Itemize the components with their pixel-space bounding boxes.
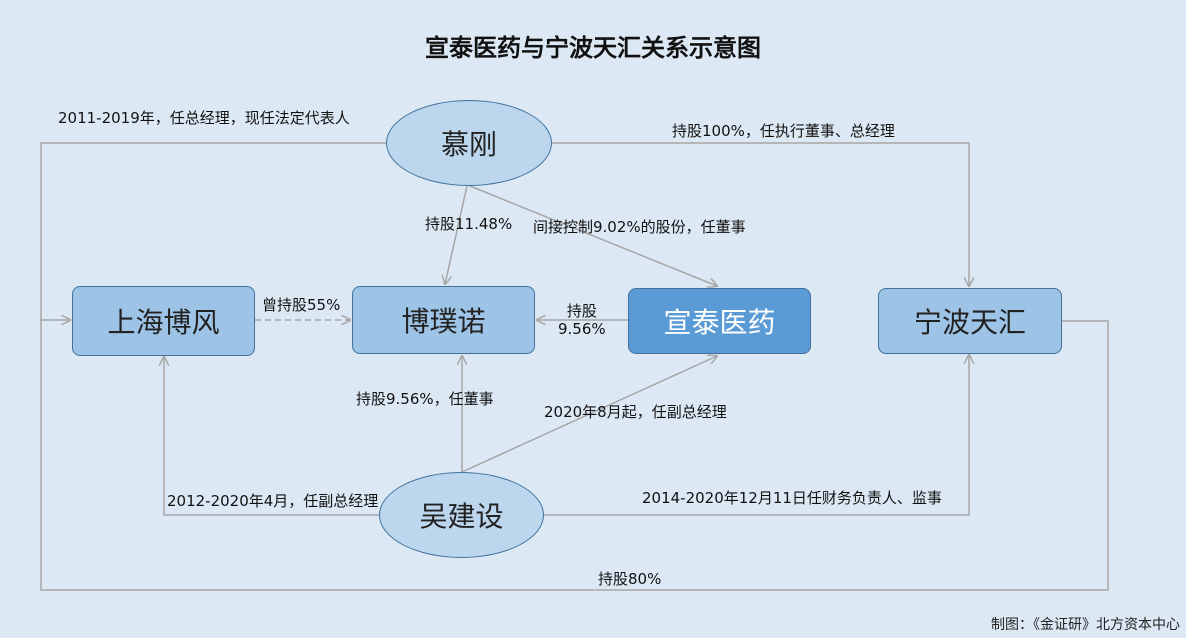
node-label: 宣泰医药 (663, 306, 776, 339)
edge-label-mu-xuantai: 间接控制9.02%的股份，任董事 (533, 218, 746, 236)
node-label: 上海博风 (107, 306, 220, 339)
credit-text: 制图：《金证研》北方资本中心 (991, 617, 1180, 633)
node-label: 慕刚 (440, 128, 497, 161)
edge-label-ningbo-shanghai: 持股80% (598, 570, 662, 588)
edge-label-mu-shanghai: 2011-2019年，任总经理，现任法定代表人 (58, 109, 350, 127)
edge-label-mu-ningbo: 持股100%，任执行董事、总经理 (672, 122, 895, 140)
node-bopunuo: 博璞诺 (352, 286, 535, 354)
edge-label-wu-bopunuo: 持股9.56%，任董事 (356, 390, 494, 408)
edge-mu-xuantai (469, 185, 717, 286)
edge-wu-ningbo (544, 355, 969, 516)
edge-label-mu-bopunuo: 持股11.48% (425, 215, 513, 233)
edge-ningbo-shanghai (40, 320, 1109, 591)
edge-label-wu-ningbo: 2014-2020年12月11日任财务负责人、监事 (642, 489, 942, 507)
edge-wu-shanghai (164, 357, 380, 516)
node-label: 博璞诺 (401, 305, 486, 338)
diagram-title: 宣泰医药与宁波天汇关系示意图 (425, 34, 761, 62)
node-ningbo-tianhui: 宁波天汇 (878, 288, 1062, 354)
edge-label-shanghai-bopunuo: 曾持股55% (262, 296, 341, 314)
node-xuantai: 宣泰医药 (628, 288, 811, 354)
node-shanghai-bofeng: 上海博风 (72, 286, 255, 356)
edge-label-wu-shanghai: 2012-2020年4月，任副总经理 (167, 492, 379, 510)
edge-label-line: 9.56% (558, 320, 606, 338)
node-label: 吴建设 (419, 500, 504, 533)
edge-mu-ningbo (552, 142, 969, 286)
edge-wu-xuantai (461, 356, 717, 473)
edge-label-xuantai-bopunuo: 持股 9.56% (558, 302, 606, 338)
node-wu-jianshe: 吴建设 (379, 472, 544, 558)
node-mu-gang: 慕刚 (386, 100, 552, 186)
node-label: 宁波天汇 (913, 306, 1026, 339)
edge-mu-shanghai (40, 142, 386, 320)
edge-mu-bopunuo (445, 185, 468, 284)
edge-label-line: 持股 (566, 302, 597, 320)
edge-label-wu-xuantai: 2020年8月起，任副总经理 (544, 403, 727, 421)
